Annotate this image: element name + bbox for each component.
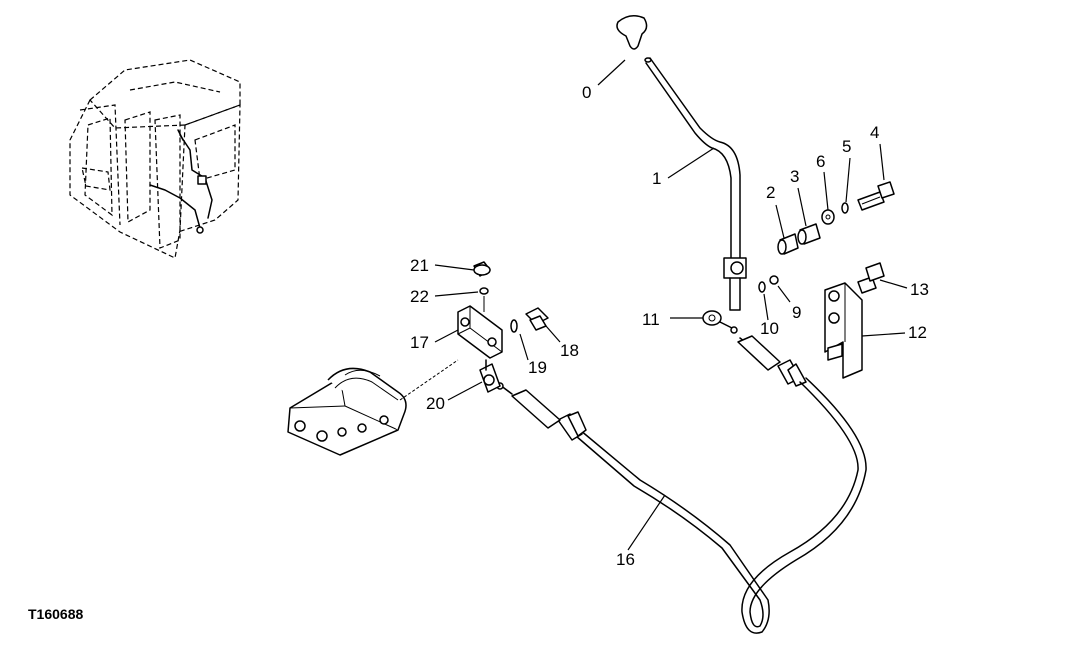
callout-13: 13 — [910, 280, 929, 299]
callout-2: 2 — [766, 183, 775, 202]
lever-assembly — [616, 15, 747, 311]
callout-6: 6 — [816, 152, 825, 171]
callout-12: 12 — [908, 323, 927, 342]
cab-locator-view — [69, 59, 241, 259]
control-cable — [496, 335, 867, 634]
callout-0: 0 — [582, 83, 591, 102]
callout-4: 4 — [870, 123, 879, 142]
callout-18: 18 — [560, 341, 579, 360]
callout-10: 10 — [760, 319, 779, 338]
callout-11: 11 — [642, 310, 660, 329]
valve-bracket — [457, 261, 549, 359]
callout-19: 19 — [528, 358, 547, 377]
rod-end — [702, 310, 738, 334]
cable-bracket — [824, 262, 885, 379]
callout-labels: 0 1 2 3 6 5 4 13 12 9 10 11 21 22 17 18 … — [410, 83, 929, 569]
ball-joint — [479, 359, 501, 393]
callout-9: 9 — [792, 303, 801, 322]
callout-5: 5 — [842, 137, 851, 156]
callout-3: 3 — [790, 167, 799, 186]
callout-1: 1 — [652, 169, 661, 188]
callout-22: 22 — [410, 287, 429, 306]
callout-17: 17 — [410, 333, 429, 352]
pivot-hardware — [758, 181, 895, 293]
figure-id: T160688 — [28, 606, 83, 622]
callout-21: 21 — [410, 256, 429, 275]
callout-16: 16 — [616, 550, 635, 569]
control-valve — [287, 367, 407, 456]
leader-lines — [399, 59, 908, 551]
callout-20: 20 — [426, 394, 445, 413]
